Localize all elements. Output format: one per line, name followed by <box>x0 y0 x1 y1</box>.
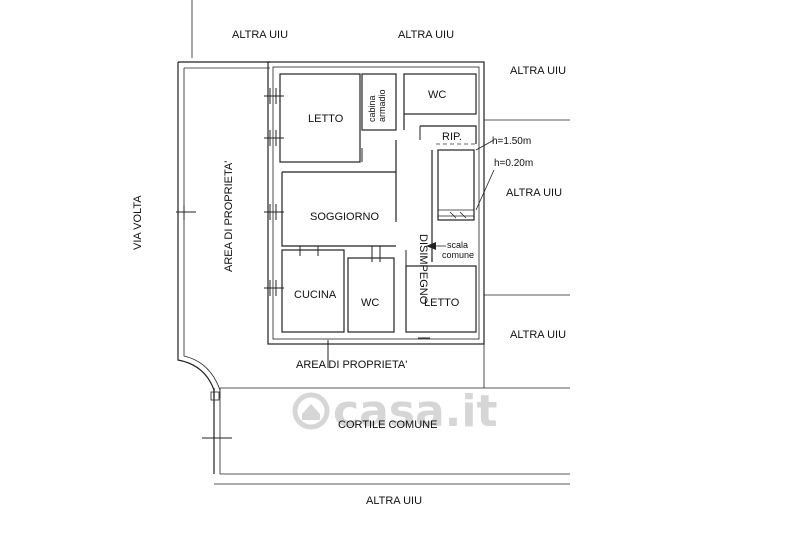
cortile-comune-area <box>202 387 570 485</box>
label-area-proprieta-bottom: AREA DI PROPRIETA' <box>296 359 407 371</box>
room-cabina-armadio <box>361 73 397 131</box>
room-soggiorno <box>281 171 396 247</box>
label-cabina: cabina <box>367 95 377 122</box>
room-cucina <box>281 249 345 333</box>
label-altra-uiu-right-upper: ALTRA UIU <box>506 187 562 199</box>
label-comune: comune <box>442 250 474 260</box>
label-wc-top: WC <box>428 89 446 101</box>
watermark-house-icon <box>302 404 320 420</box>
door-marks-bottom <box>327 331 430 368</box>
label-soggiorno: SOGGIORNO <box>310 211 380 223</box>
label-h020: h=0.20m <box>494 158 533 169</box>
label-cortile-comune: CORTILE COMUNE <box>338 419 437 431</box>
watermark-text: casa.it <box>333 386 497 437</box>
watermark-logo-icon <box>292 392 330 430</box>
gate-symbol <box>176 205 196 220</box>
right-boundaries <box>475 119 570 388</box>
stair-comune <box>426 149 475 250</box>
room-ripostiglio <box>420 125 477 144</box>
label-cucina: CUCINA <box>294 289 337 301</box>
label-disimpegno: DISIMPEGNO <box>417 234 429 305</box>
label-h150: h=1.50m <box>492 136 531 147</box>
room-wc-bottom <box>347 257 395 333</box>
label-altra-uiu-top-mid: ALTRA UIU <box>398 29 454 41</box>
label-altra-uiu-right-lower: ALTRA UIU <box>510 329 566 341</box>
label-letto-bottom: LETTO <box>424 297 460 309</box>
door-marks <box>299 126 421 266</box>
room-letto-bottom <box>405 265 477 333</box>
label-altra-uiu-top-left: ALTRA UIU <box>232 29 288 41</box>
label-letto-top: LETTO <box>308 113 344 125</box>
label-scala: scala <box>447 240 468 250</box>
room-wc-top <box>403 73 477 115</box>
label-via-volta: VIA VOLTA <box>132 195 144 250</box>
label-altra-uiu-bottom: ALTRA UIU <box>366 495 422 507</box>
label-altra-uiu-top-right: ALTRA UIU <box>510 65 566 77</box>
label-area-proprieta-left: AREA DI PROPRIETA' <box>223 161 235 272</box>
label-armadio: armadio <box>377 89 387 122</box>
label-wc-bottom: WC <box>361 297 379 309</box>
watermark: casa.it <box>292 386 497 437</box>
room-letto-top <box>279 73 361 163</box>
label-rip: RIP. <box>442 131 462 143</box>
window-marks-left <box>264 88 284 296</box>
